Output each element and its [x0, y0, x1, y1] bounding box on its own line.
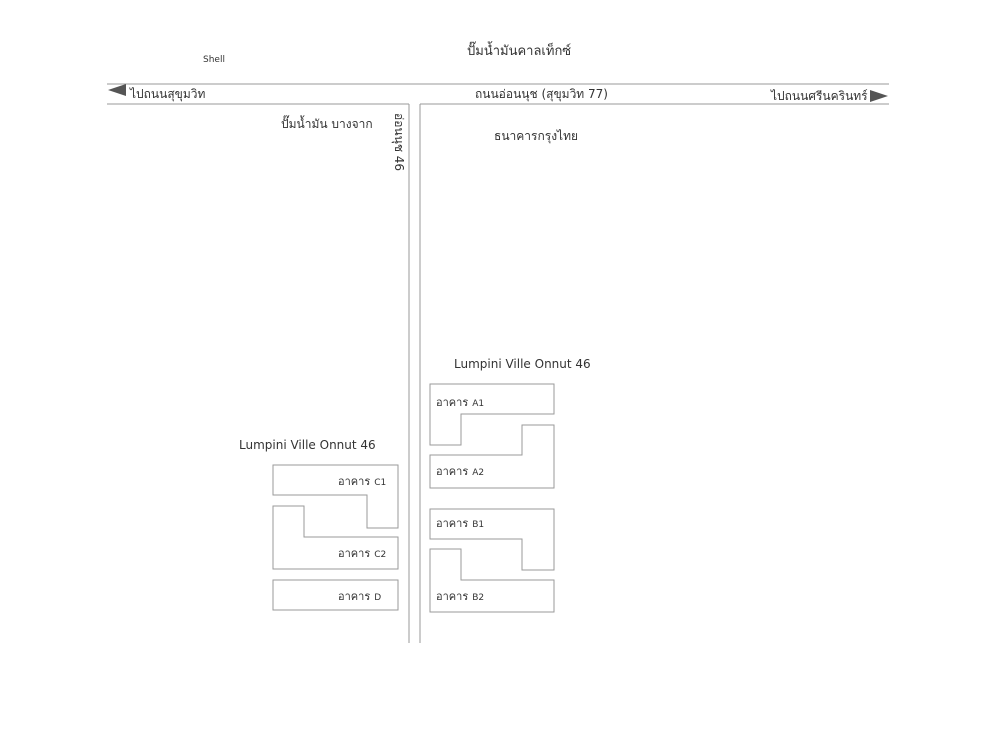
building-b2-outline	[429, 548, 555, 613]
building-a1-code: A1	[472, 399, 485, 409]
building-b1-outline	[429, 508, 555, 571]
bangchak-label: ปั๊มน้ำมัน บางจาก	[281, 117, 373, 131]
main-road	[107, 83, 889, 105]
lumpini-right-label: Lumpini Ville Onnut 46	[454, 357, 591, 371]
building-b2-code: B2	[472, 593, 485, 603]
building-a1-outline	[429, 383, 555, 446]
building-a2-prefix: อาคาร	[436, 465, 469, 478]
lumpini-left-label: Lumpini Ville Onnut 46	[239, 438, 376, 452]
building-a1-prefix: อาคาร	[436, 396, 469, 409]
arrow-right-icon	[870, 90, 888, 102]
building-c2-outline	[272, 505, 399, 570]
building-d-code: D	[374, 593, 382, 603]
building-a2-outline	[429, 424, 555, 489]
soi-onnut-46-label: อ่อนนุช 46	[392, 113, 406, 172]
building-a2-code: A2	[472, 468, 485, 478]
building-b1-prefix: อาคาร	[436, 517, 469, 530]
to-sukhumvit-label: ไปถนนสุขุมวิท	[130, 87, 206, 101]
caltex-label: ปั๊มน้ำมันคาลเท็กซ์	[467, 44, 572, 59]
on-nut-road-label: ถนนอ่อนนุช (สุขุมวิท 77)	[475, 87, 608, 101]
building-b1-code: B1	[472, 520, 485, 530]
building-c1-prefix: อาคาร	[338, 475, 371, 488]
building-d-prefix: อาคาร	[338, 590, 371, 603]
building-c1-code: C1	[374, 478, 387, 488]
building-c1-outline	[272, 464, 399, 529]
to-srinakarin-label: ไปถนนศรีนครินทร์	[771, 89, 868, 103]
building-d-outline	[272, 579, 399, 611]
building-c2-prefix: อาคาร	[338, 547, 371, 560]
krungthai-bank-label: ธนาคารกรุงไทย	[494, 129, 579, 143]
soi-road	[408, 104, 421, 643]
shell-label: Shell	[203, 55, 225, 65]
building-c2-code: C2	[374, 550, 387, 560]
building-b2-prefix: อาคาร	[436, 590, 469, 603]
arrow-left-icon	[108, 84, 126, 96]
